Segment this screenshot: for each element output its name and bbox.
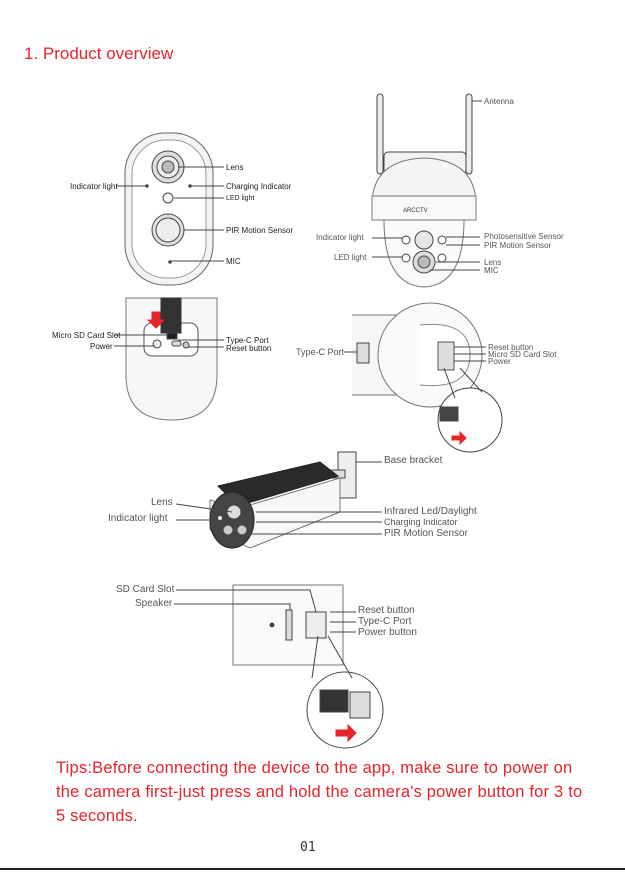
footer-rule	[0, 868, 625, 870]
label-micro-sd-slot: Micro SD Card Slot	[52, 331, 121, 340]
camera2-ptz-illustration	[371, 93, 477, 288]
camera1-front-illustration	[124, 132, 214, 286]
label-reset-button: Reset button	[226, 344, 272, 353]
page-number: 01	[300, 840, 316, 855]
section-title: 1. Product overview	[24, 44, 174, 63]
label-lens: Lens	[226, 163, 244, 172]
label-indicator-light-2: Indicator light	[316, 233, 364, 242]
label-reset-button-2: Reset button	[488, 343, 534, 352]
label-indicator-light: Indicator light	[70, 182, 118, 191]
label-led-light: LED light	[226, 195, 255, 202]
label-base-bracket: Base bracket	[384, 455, 443, 466]
label-charging-indicator: Charging Indicator	[226, 182, 292, 191]
label-lens-3: Lens	[151, 497, 173, 508]
label-micro-sd-slot-2: Micro SD Card Slot	[488, 350, 557, 359]
camera3-solar-illustration	[209, 451, 357, 549]
camera2-side-illustration	[352, 302, 503, 453]
label-charging-indicator-3: Charging Indicator	[384, 517, 458, 527]
camera1-back-illustration	[125, 297, 218, 421]
label-lens-2: Lens	[484, 258, 502, 267]
camera3-bottom-illustration	[232, 584, 384, 749]
label-indicator-light-3: Indicator light	[108, 513, 168, 524]
label-reset-button-3: Reset button	[358, 605, 415, 616]
tips-paragraph: Tips:Before connecting the device to the…	[56, 759, 583, 825]
label-pir-sensor: PIR Motion Sensor	[226, 226, 294, 235]
label-sd-card-slot: SD Card Slot	[116, 584, 175, 595]
label-led-light-2: LED light	[334, 253, 367, 262]
label-pir-sensor-3: PIR Motion Sensor	[384, 528, 468, 539]
brand-logo: ARCCTV	[403, 208, 428, 214]
label-infrared-led: Infrared Led/Daylight	[384, 506, 477, 517]
label-power-button: Power button	[358, 627, 417, 638]
label-type-c-port: Type-C Port	[226, 336, 269, 345]
label-antenna: Antenna	[484, 97, 514, 106]
label-speaker: Speaker	[135, 598, 173, 609]
label-mic: MIC	[226, 257, 241, 266]
label-type-c-port-2: Type-C Port	[296, 347, 345, 357]
label-photosensitive-sensor: Photosensitive Sensor	[484, 232, 564, 241]
label-type-c-port-3: Type-C Port	[358, 616, 412, 627]
label-mic-2: MIC	[484, 266, 499, 275]
label-power: Power	[90, 342, 113, 351]
label-pir-sensor-2: PIR Motion Sensor	[484, 241, 552, 250]
label-power-2: Power	[488, 357, 511, 366]
